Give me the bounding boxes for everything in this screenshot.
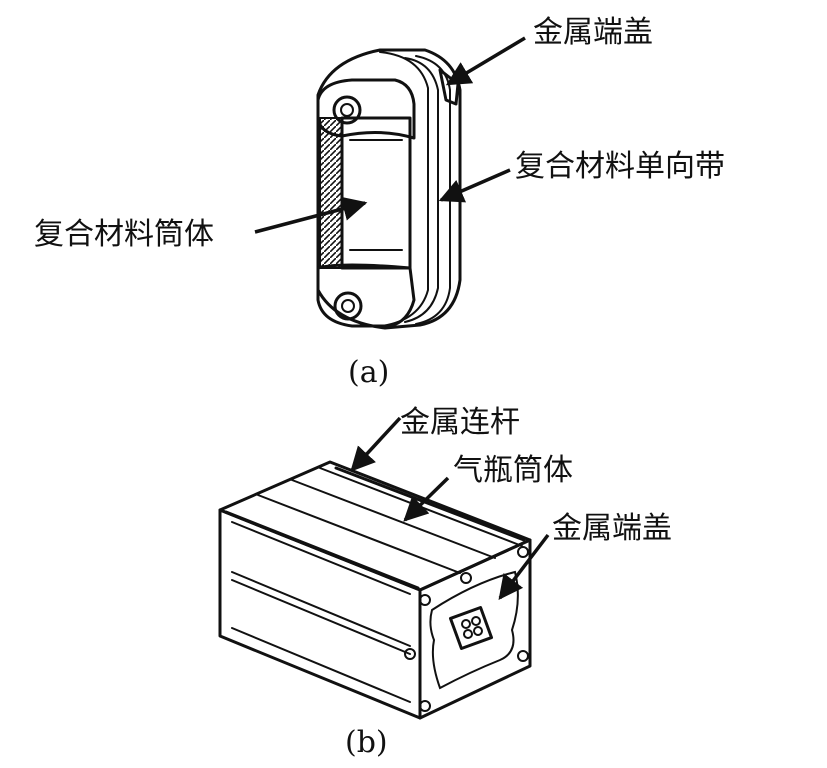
cylinder-arrow bbox=[254, 196, 368, 234]
end-cap-b-arrow bbox=[498, 533, 550, 600]
unidirectional-tape-label: 复合材料单向带 bbox=[515, 149, 725, 184]
end-cap-a-arrow bbox=[445, 36, 526, 86]
end-cap-b-label: 金属端盖 bbox=[552, 511, 672, 546]
bottle-body-arrow bbox=[403, 476, 450, 522]
end-cap-a-label: 金属端盖 bbox=[533, 15, 653, 50]
caption-b: (b) bbox=[345, 725, 388, 760]
tie-rod-label: 金属连杆 bbox=[400, 405, 520, 440]
caption-a: (a) bbox=[348, 355, 389, 390]
tie-rod-arrow bbox=[350, 416, 402, 472]
unidirectional-tape-arrow bbox=[438, 168, 511, 203]
cylinder-label: 复合材料筒体 bbox=[34, 217, 214, 252]
gas-bottle-module-illustration bbox=[218, 460, 532, 720]
bottle-body-label: 气瓶筒体 bbox=[453, 453, 573, 488]
composite-cylinder-illustration bbox=[316, 48, 462, 330]
